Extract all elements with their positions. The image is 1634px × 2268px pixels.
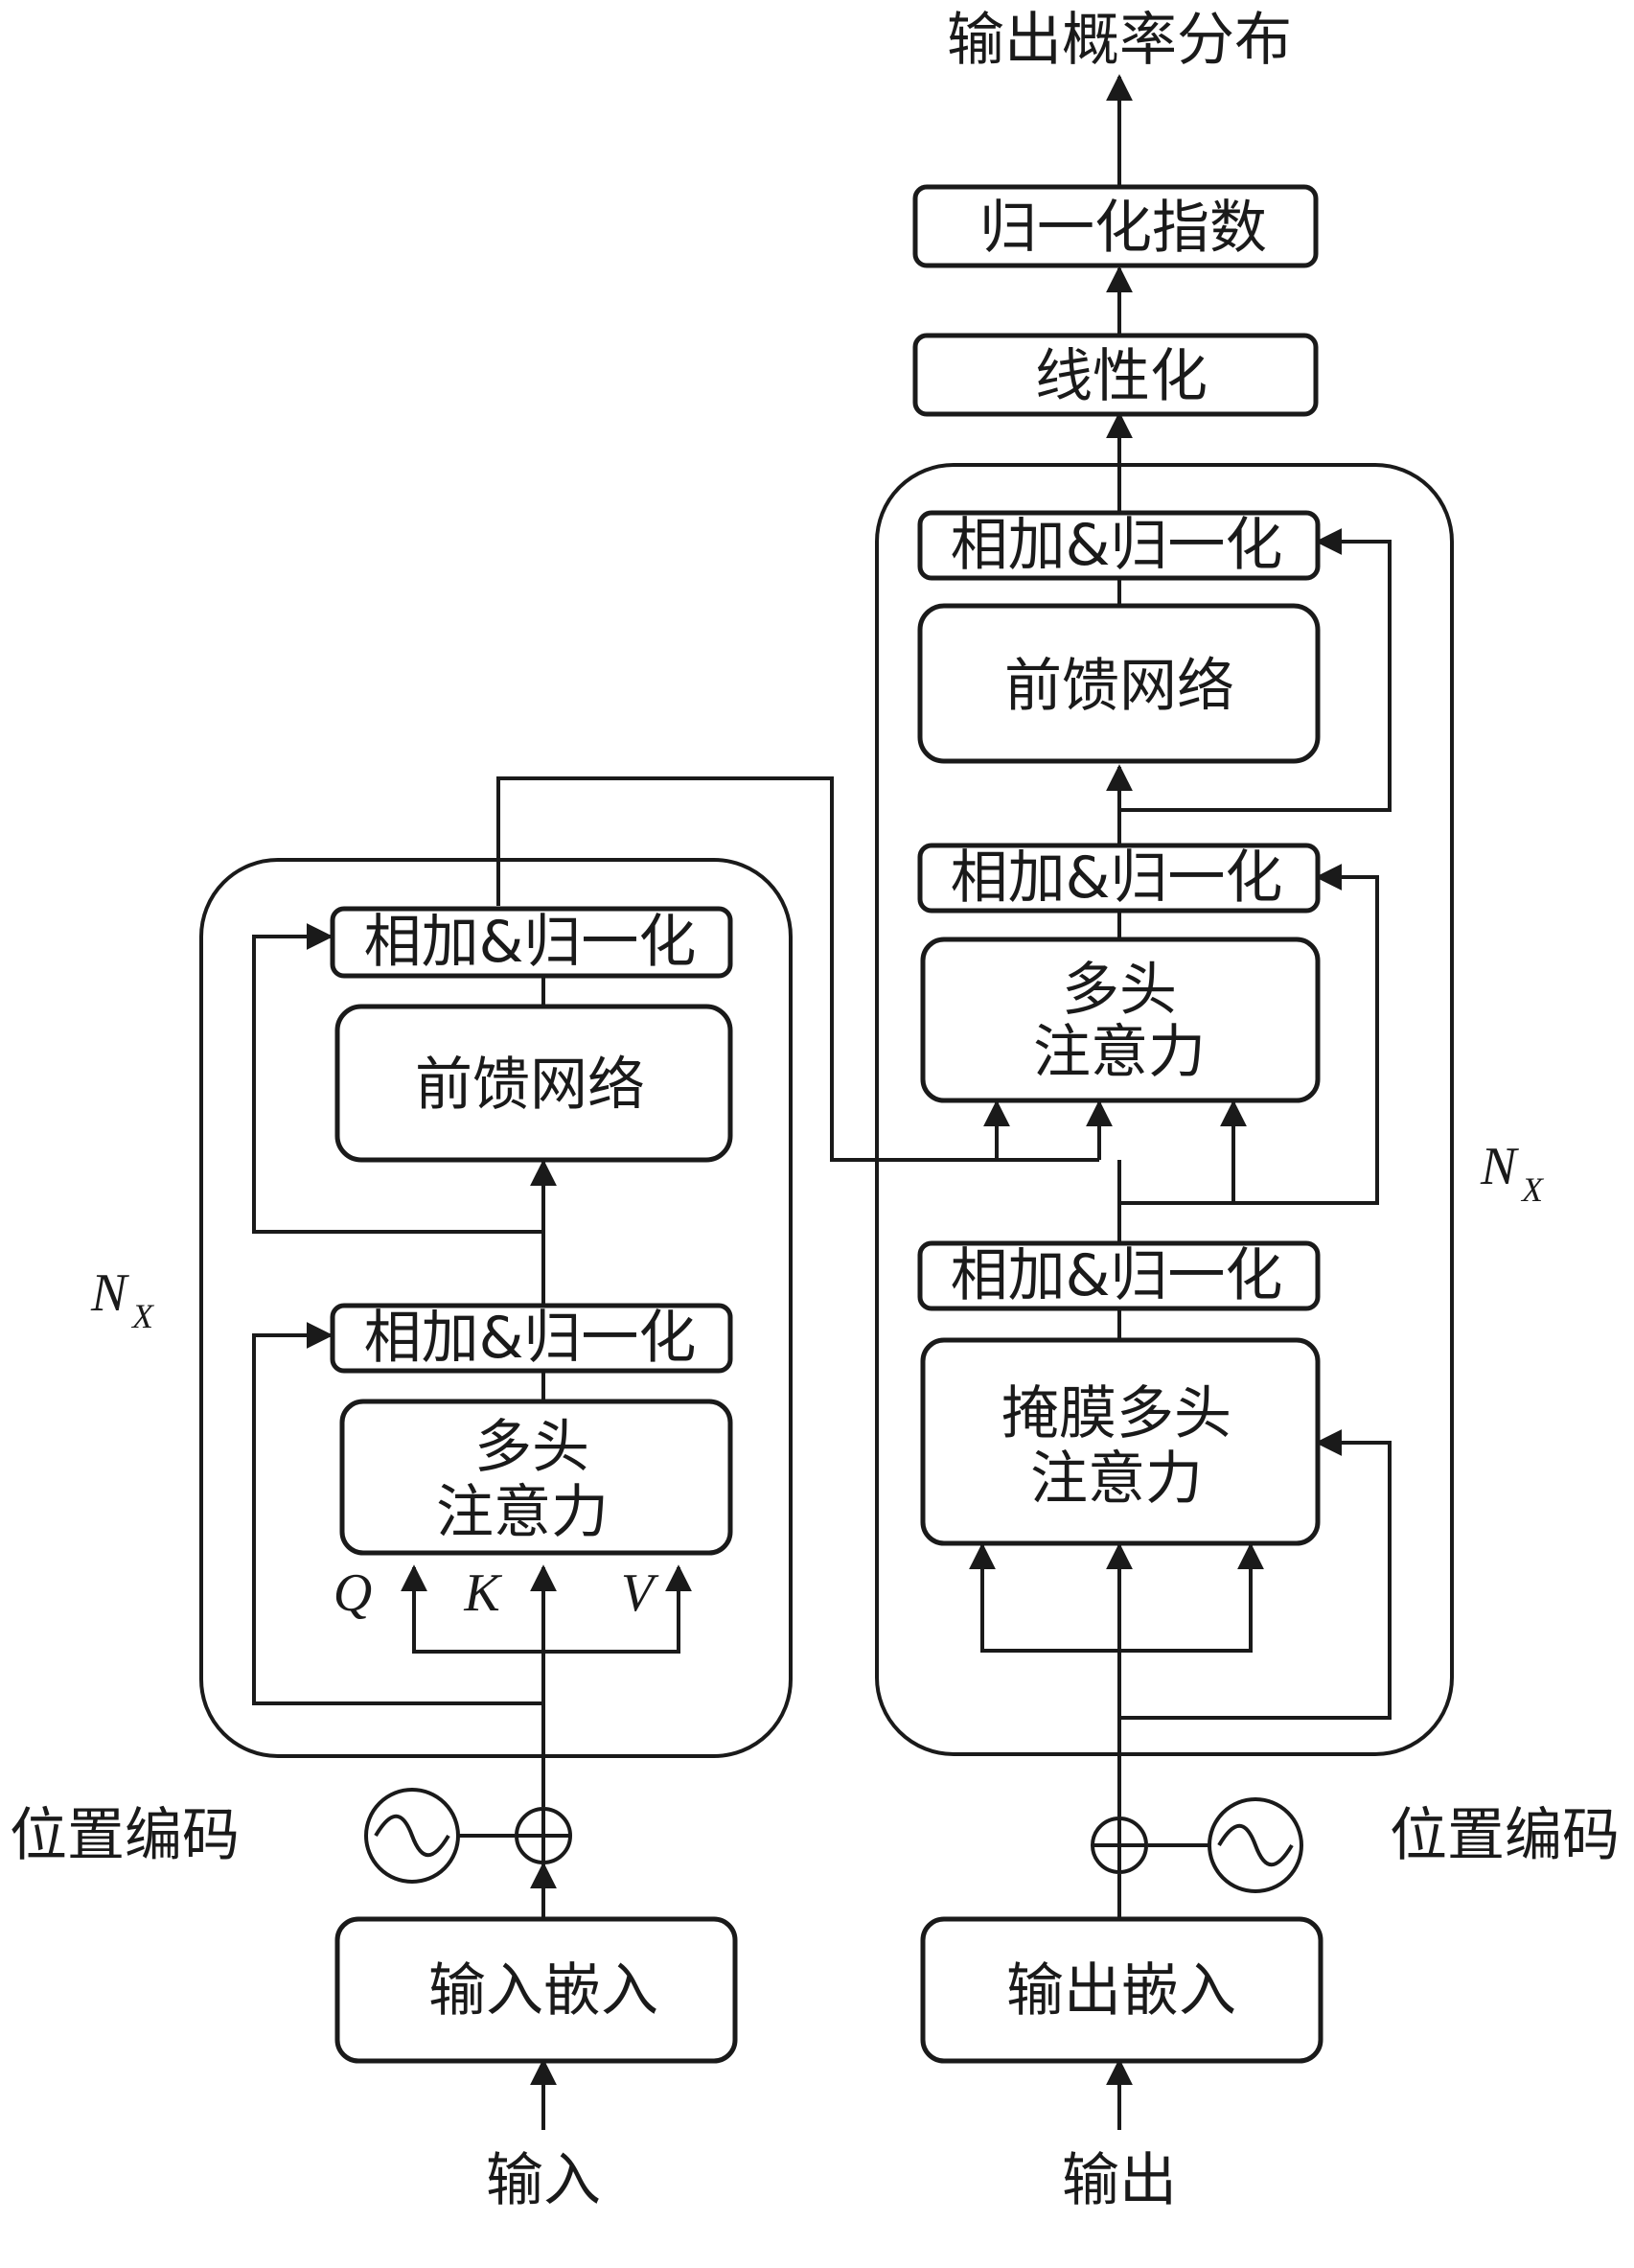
encoder-addnorm-2-label: 相加&归一化 (364, 909, 697, 976)
decoder-nx-main: N (1480, 1137, 1519, 1196)
query-label: Q (334, 1563, 372, 1623)
decoder-cross-mha-box: 多头 注意力 (920, 937, 1321, 1103)
output-probabilities-label: 输出概率分布 (947, 7, 1292, 74)
decoder-embedding-box: 输出嵌入 (920, 1916, 1323, 2064)
decoder-residual-3 (1119, 528, 1392, 812)
encoder-addnorm-2-box: 相加&归一化 (330, 906, 733, 979)
decoder-addnorm-3-box: 相加&归一化 (917, 510, 1321, 581)
encoder-ffn-label: 前馈网络 (415, 1052, 645, 1119)
value-label: V (621, 1563, 659, 1623)
decoder-addnorm-2-label: 相加&归一化 (951, 845, 1283, 912)
encoder-nx-main: N (90, 1263, 129, 1323)
encoder-nx-label: N X (90, 1263, 155, 1335)
decoder-cross-v-branch (1119, 1099, 1247, 1205)
encoder-residual-2 (252, 923, 543, 1234)
encoder-addnorm-1-label: 相加&归一化 (364, 1305, 697, 1372)
encoder-input-label: 输入 (486, 2147, 601, 2214)
decoder-masked-mha-line1: 掩膜多头 (1001, 1380, 1231, 1447)
decoder-addnorm-3-label: 相加&归一化 (951, 512, 1283, 579)
decoder-addnorm-1-box: 相加&归一化 (917, 1240, 1321, 1311)
linear-label: 线性化 (1035, 343, 1208, 410)
decoder-pos-enc-label: 位置编码 (1390, 1802, 1620, 1869)
encoder-nx-sub: X (130, 1297, 155, 1335)
decoder-masked-mha-line2: 注意力 (1030, 1446, 1203, 1513)
decoder-masked-mha-box: 掩膜多头 注意力 (920, 1337, 1321, 1546)
decoder-addnorm-1-label: 相加&归一化 (951, 1242, 1283, 1309)
encoder-embedding-label: 输入嵌入 (428, 1957, 658, 2025)
decoder-cross-mha-line1: 多头 (1062, 957, 1177, 1024)
encoder-mha-box: 多头 注意力 (339, 1399, 733, 1556)
decoder-residual-1 (1119, 1429, 1392, 1720)
encoder-pos-enc-label: 位置编码 (10, 1802, 240, 1869)
decoder-residual-2 (1119, 864, 1379, 1205)
encoder-v-branch (543, 1564, 692, 1654)
decoder-ffn-label: 前馈网络 (1004, 653, 1234, 720)
decoder-positional-encoding: 位置编码 (1091, 1797, 1620, 1893)
decoder-masked-q-branch (969, 1542, 1119, 1653)
decoder-ffn-box: 前馈网络 (917, 603, 1321, 764)
decoder-output-label: 输出 (1062, 2147, 1177, 2214)
encoder-residual-1 (252, 1322, 543, 1705)
decoder-addnorm-2-box: 相加&归一化 (917, 843, 1321, 914)
encoder-mha-label-line1: 多头 (474, 1414, 589, 1481)
softmax-box: 归一化指数 (912, 184, 1319, 268)
encoder-stack-frame (199, 858, 793, 1758)
encoder-mha-label-line2: 注意力 (436, 1479, 609, 1546)
decoder-embedding-label: 输出嵌入 (1006, 1957, 1236, 2025)
decoder-masked-v-branch (1119, 1542, 1264, 1653)
encoder-q-branch (401, 1564, 543, 1654)
decoder-stack-frame (875, 463, 1454, 1756)
encoder-embedding-box: 输入嵌入 (334, 1916, 738, 2064)
encoder-addnorm-1-box: 相加&归一化 (330, 1303, 733, 1374)
decoder-nx-sub: X (1520, 1170, 1545, 1209)
encoder-ffn-box: 前馈网络 (334, 1004, 733, 1163)
linear-box: 线性化 (912, 333, 1319, 417)
decoder-nx-label: N X (1480, 1137, 1545, 1209)
softmax-label: 归一化指数 (979, 195, 1267, 262)
encoder-to-decoder-link (496, 776, 1099, 1162)
decoder-cross-mha-line2: 注意力 (1033, 1019, 1206, 1086)
key-label: K (463, 1563, 502, 1623)
encoder-positional-encoding: 位置编码 (10, 1788, 572, 1884)
